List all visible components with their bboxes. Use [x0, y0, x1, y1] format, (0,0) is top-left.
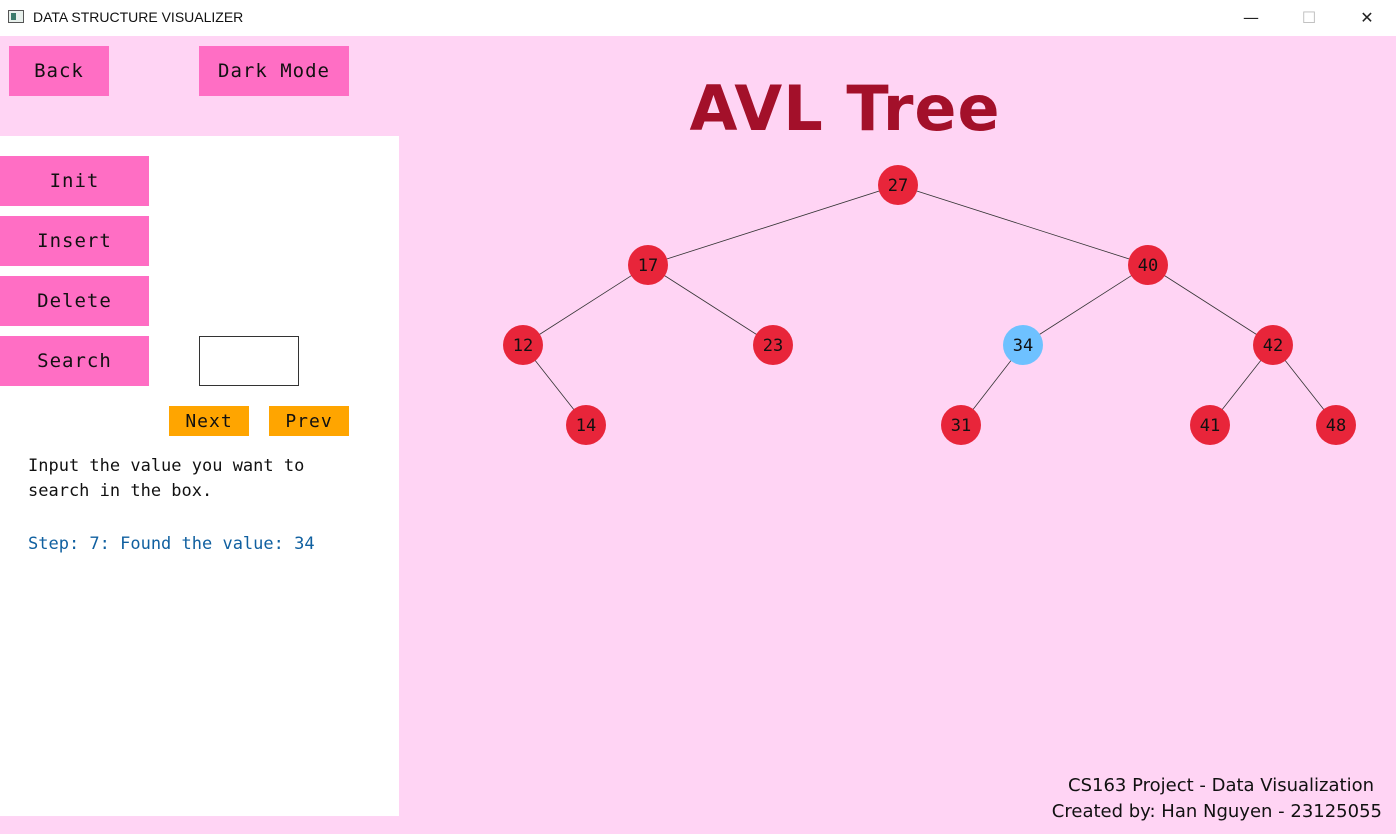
page-title: AVL Tree [689, 72, 1001, 145]
footer-project: CS163 Project - Data Visualization [1068, 775, 1374, 796]
tree-node-14: 14 [566, 405, 606, 445]
tree-node-label: 23 [763, 336, 783, 356]
next-button[interactable]: Next [169, 406, 249, 436]
search-input[interactable] [199, 336, 299, 386]
tree-node-27: 27 [878, 165, 918, 205]
tree-edge-27-40 [897, 184, 1149, 266]
tree-node-circle [753, 325, 793, 365]
tree-edge-17-12 [522, 264, 649, 346]
tree-node-34: 34 [1003, 325, 1043, 365]
tree-node-circle [1190, 405, 1230, 445]
tree-node-label: 41 [1200, 416, 1220, 436]
tree-node-label: 14 [576, 416, 596, 436]
tree-node-circle [1316, 405, 1356, 445]
tree-node-12: 12 [503, 325, 543, 365]
tree-node-label: 40 [1138, 256, 1158, 276]
tree-node-circle [1253, 325, 1293, 365]
tree-node-23: 23 [753, 325, 793, 365]
tree-node-label: 12 [513, 336, 533, 356]
tree-node-circle [503, 325, 543, 365]
tree-node-40: 40 [1128, 245, 1168, 285]
window-title-bar: DATA STRUCTURE VISUALIZER — ☐ ✕ [0, 0, 1396, 36]
tree-node-label: 42 [1263, 336, 1283, 356]
tree-node-label: 31 [951, 416, 971, 436]
tree-node-circle [878, 165, 918, 205]
close-icon[interactable]: ✕ [1360, 7, 1374, 27]
tree-node-label: 27 [888, 176, 908, 196]
init-button[interactable]: Init [0, 156, 149, 206]
tree-node-circle [941, 405, 981, 445]
footer-credits: Created by: Han Nguyen - 23125055 [1051, 801, 1382, 822]
tree-edge-27-17 [647, 184, 899, 266]
status-text: Step: 7: Found the value: 34 [28, 534, 315, 554]
tree-edge-40-34 [1022, 264, 1149, 346]
tree-edge-17-23 [647, 264, 774, 346]
tree-edge-40-42 [1147, 264, 1274, 346]
instructions-text: Input the value you want to search in th… [28, 456, 305, 501]
window-title: DATA STRUCTURE VISUALIZER [33, 9, 244, 25]
back-button[interactable]: Back [9, 46, 109, 96]
tree-node-label: 48 [1326, 416, 1346, 436]
minimize-icon[interactable]: — [1243, 7, 1259, 27]
maximize-icon[interactable]: ☐ [1301, 7, 1317, 27]
dark-mode-button[interactable]: Dark Mode [199, 46, 349, 96]
app-icon [8, 10, 24, 23]
prev-button[interactable]: Prev [269, 406, 349, 436]
tree-node-circle [628, 245, 668, 285]
delete-button[interactable]: Delete [0, 276, 149, 326]
tree-node-label: 34 [1013, 336, 1033, 356]
tree-node-label: 17 [638, 256, 658, 276]
tree-node-42: 42 [1253, 325, 1293, 365]
tree-node-circle [1128, 245, 1168, 285]
tree-node-48: 48 [1316, 405, 1356, 445]
tree-node-31: 31 [941, 405, 981, 445]
search-button[interactable]: Search [0, 336, 149, 386]
tree-node-17: 17 [628, 245, 668, 285]
tree-node-circle [1003, 325, 1043, 365]
tree-node-circle [566, 405, 606, 445]
tree-node-41: 41 [1190, 405, 1230, 445]
insert-button[interactable]: Insert [0, 216, 149, 266]
